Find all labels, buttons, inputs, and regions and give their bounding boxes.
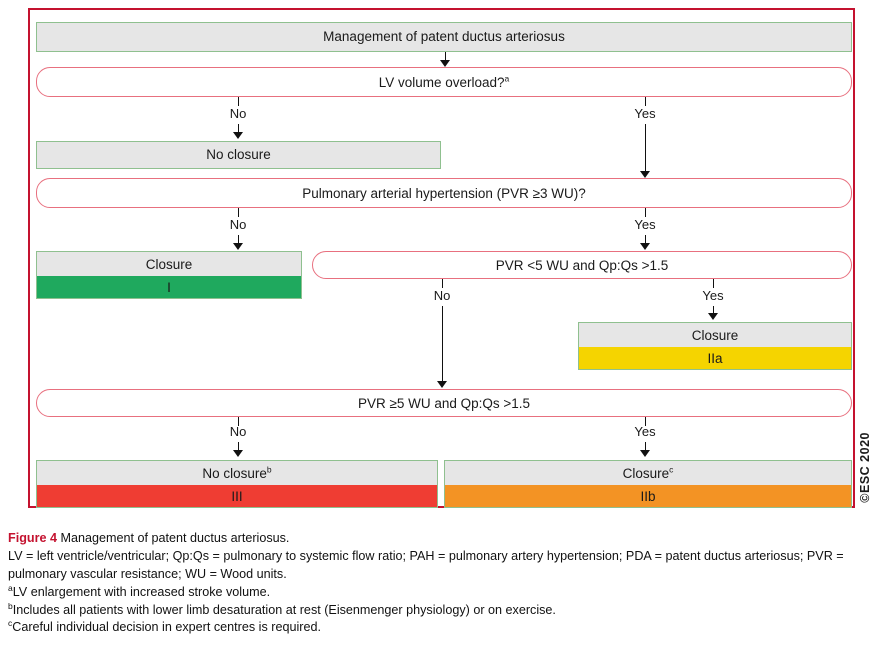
tick-d4-yes — [645, 417, 646, 426]
connector-d1-yes — [645, 124, 646, 173]
decision-lv-volume-overload: LV volume overload?a — [36, 67, 852, 97]
arrowhead-d4-yes — [640, 450, 650, 457]
recommendation-no-closure-class-iii-footnote-marker: b — [266, 464, 272, 474]
recommendation-closure-class-iib-class: IIb — [640, 488, 656, 504]
recommendation-closure-class-i-class: I — [167, 279, 171, 295]
recommendation-closure-class-iib-footnote-marker: c — [669, 464, 674, 474]
recommendation-closure-class-i-label: Closure — [145, 256, 193, 272]
connector-d3-no — [442, 306, 443, 383]
decision-pulmonary-arterial-hypertension: Pulmonary arterial hypertension (PVR ≥3 … — [36, 178, 852, 208]
arrowhead-d3-no — [437, 381, 447, 388]
recommendation-no-closure-class-iii-class: III — [231, 488, 243, 504]
recommendation-closure-class-iia-band: IIa — [579, 347, 851, 369]
recommendation-closure-class-iia: Closure IIa — [578, 322, 852, 370]
recommendation-closure-class-iia-label: Closure — [691, 327, 739, 343]
arrowhead-d1-no — [233, 132, 243, 139]
decision-4-label: PVR ≥5 WU and Qp:Qs >1.5 — [357, 395, 531, 411]
caption-note-c-marker: c — [8, 618, 13, 629]
branch-label-d1-no: No — [229, 106, 247, 121]
caption-note-c: cCareful individual decision in expert c… — [8, 619, 888, 637]
decision-1-label: LV volume overload? — [378, 74, 505, 90]
decision-3-label: PVR <5 WU and Qp:Qs >1.5 — [495, 257, 669, 273]
caption-note-a: aLV enlargement with increased stroke vo… — [8, 582, 888, 602]
caption-note-b: bIncludes all patients with lower limb d… — [8, 600, 888, 620]
caption-note-a-marker: a — [8, 582, 13, 593]
arrowhead-d2-yes — [640, 243, 650, 250]
decision-pvr-lt5-qpqs-gt15: PVR <5 WU and Qp:Qs >1.5 — [312, 251, 852, 279]
tick-d1-no — [238, 97, 239, 106]
recommendation-no-closure-class-iii-label: No closure — [202, 465, 267, 481]
recommendation-no-closure-class-iii-head: No closureb — [37, 461, 437, 485]
recommendation-closure-class-iib-head: Closurec — [445, 461, 851, 485]
branch-label-d1-yes: Yes — [634, 106, 656, 121]
tick-d2-no — [238, 208, 239, 217]
outcome-no-closure-label: No closure — [206, 146, 271, 162]
node-title: Management of patent ductus arteriosus — [36, 22, 852, 52]
recommendation-closure-class-i-band: I — [37, 276, 301, 298]
connector-d4-yes — [645, 442, 646, 452]
caption-note-a-text: LV enlargement with increased stroke vol… — [12, 584, 271, 599]
node-title-label: Management of patent ductus arteriosus — [323, 28, 565, 44]
arrowhead-d4-no — [233, 450, 243, 457]
figure-title: Management of patent ductus arteriosus. — [60, 531, 290, 545]
arrowhead-d3-yes — [708, 313, 718, 320]
decision-pvr-ge5-qpqs-gt15: PVR ≥5 WU and Qp:Qs >1.5 — [36, 389, 852, 417]
arrowhead-title-to-d1 — [440, 60, 450, 67]
recommendation-closure-class-iia-class: IIa — [707, 350, 723, 366]
caption-abbreviations: LV = left ventricle/ventricular; Qp:Qs =… — [8, 548, 844, 581]
branch-label-d4-no: No — [229, 424, 247, 439]
figure-caption: Figure 4 Management of patent ductus art… — [8, 530, 888, 637]
branch-label-d3-no: No — [433, 288, 451, 303]
tick-d2-yes — [645, 208, 646, 217]
recommendation-closure-class-iib-label: Closure — [622, 465, 670, 481]
connector-title-to-d1 — [445, 52, 446, 62]
arrowhead-d1-yes — [640, 171, 650, 178]
connector-d3-yes — [713, 306, 714, 315]
branch-label-d3-yes: Yes — [702, 288, 724, 303]
decision-2-label: Pulmonary arterial hypertension (PVR ≥3 … — [302, 185, 586, 201]
tick-d3-no — [442, 279, 443, 288]
flowchart-frame: Management of patent ductus arteriosus L… — [28, 8, 855, 508]
branch-label-d2-yes: Yes — [634, 217, 656, 232]
recommendation-no-closure-class-iii: No closureb III — [36, 460, 438, 508]
connector-d2-yes — [645, 235, 646, 245]
tick-d1-yes — [645, 97, 646, 106]
connector-d4-no — [238, 442, 239, 452]
connector-d1-no — [238, 124, 239, 134]
decision-1-footnote-marker: a — [504, 73, 510, 83]
caption-note-b-text: Includes all patients with lower limb de… — [12, 602, 556, 617]
recommendation-closure-class-i-head: Closure — [37, 252, 301, 276]
recommendation-closure-class-iib-band: IIb — [445, 485, 851, 507]
branch-label-d2-no: No — [229, 217, 247, 232]
caption-title-line: Figure 4 Management of patent ductus art… — [8, 530, 888, 548]
branch-label-d4-yes: Yes — [634, 424, 656, 439]
recommendation-no-closure-class-iii-band: III — [37, 485, 437, 507]
recommendation-closure-class-iia-head: Closure — [579, 323, 851, 347]
caption-note-b-marker: b — [8, 600, 13, 611]
figure-number: Figure 4 — [8, 531, 57, 545]
recommendation-closure-class-i: Closure I — [36, 251, 302, 299]
outcome-no-closure: No closure — [36, 141, 441, 169]
connector-d2-no — [238, 235, 239, 245]
copyright-notice: ©ESC 2020 — [858, 432, 872, 503]
arrowhead-d2-no — [233, 243, 243, 250]
caption-note-c-text: Careful individual decision in expert ce… — [12, 620, 321, 635]
recommendation-closure-class-iib: Closurec IIb — [444, 460, 852, 508]
tick-d4-no — [238, 417, 239, 426]
tick-d3-yes — [713, 279, 714, 288]
